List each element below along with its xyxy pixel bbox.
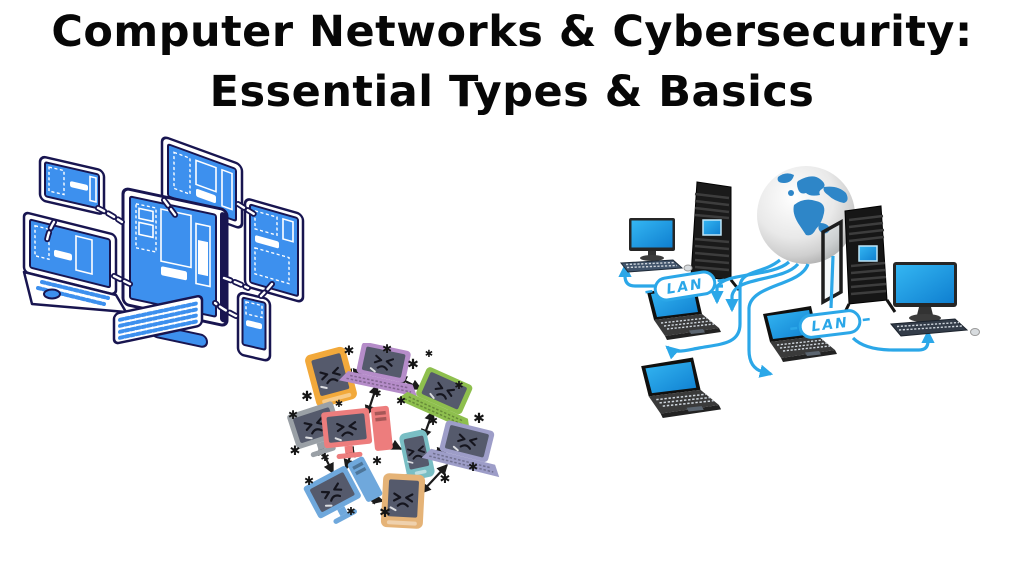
virus-icons: ✱ ✱ ✱ ✱ ✱ ✱ ✱ ✱ ✱ ✱ ✱ ✱ ✱ ✱ ✱ ✱ ✱ ✱ ✱ ✱ — [288, 343, 485, 521]
virus-icon: ✱ — [473, 411, 485, 427]
mouse — [683, 264, 693, 272]
keyboard-icon — [112, 294, 204, 345]
botnet-svg: ✱ ✱ ✱ ✱ ✱ ✱ ✱ ✱ ✱ ✱ ✱ ✱ ✱ ✱ ✱ ✱ ✱ ✱ ✱ ✱ — [283, 343, 503, 538]
desktop-computer-icon — [620, 218, 693, 273]
lan-connections — [618, 255, 935, 378]
title-line-1: Computer Networks & Cybersecurity: — [51, 7, 973, 57]
lan-label-text: LAN — [665, 276, 705, 298]
virus-icon: ✱ — [396, 394, 406, 408]
virus-icon: ✱ — [372, 387, 381, 400]
infected-desktop-icon — [321, 406, 394, 461]
virus-icon: ✱ — [290, 444, 301, 459]
virus-icon: ✱ — [379, 505, 391, 521]
keyboard — [889, 318, 969, 337]
lan-network-svg: LAN LAN — [618, 166, 980, 419]
page-title: Computer Networks & Cybersecurity: Essen… — [0, 2, 1024, 122]
connected-devices-svg — [22, 136, 305, 362]
virus-icon: ✱ — [468, 460, 478, 474]
lan-label: LAN — [790, 309, 870, 339]
lan-network-illustration: LAN LAN — [603, 160, 1003, 452]
laptop-icon — [640, 356, 722, 419]
smartphone-icon — [236, 291, 272, 362]
vertical-tablet-icon — [243, 198, 305, 303]
title-line-2: Essential Types & Basics — [209, 67, 815, 117]
virus-icon: ✱ — [320, 451, 329, 464]
connected-devices-illustration — [10, 128, 320, 363]
virus-icon: ✱ — [301, 389, 313, 405]
laptop-icon — [22, 211, 128, 314]
server-rack-icon — [821, 205, 897, 317]
desktop-computer-icon — [889, 262, 980, 337]
chain-links — [44, 197, 275, 319]
virus-icon: ✱ — [304, 474, 314, 488]
lan-label: LAN — [645, 270, 725, 302]
virus-icon: ✱ — [344, 344, 355, 359]
globe-icon — [757, 166, 855, 264]
virus-icon: ✱ — [335, 399, 343, 410]
virus-icon: ✱ — [425, 349, 433, 360]
lan-label-text: LAN — [811, 315, 850, 335]
virus-icon: ✱ — [288, 408, 298, 422]
virus-icon: ✱ — [428, 414, 438, 428]
virus-icon: ✱ — [454, 379, 463, 392]
virus-icon: ✱ — [440, 472, 451, 487]
mouse — [970, 328, 980, 336]
botnet-illustration: ✱ ✱ ✱ ✱ ✱ ✱ ✱ ✱ ✱ ✱ ✱ ✱ ✱ ✱ ✱ ✱ ✱ ✱ ✱ ✱ — [283, 343, 503, 538]
virus-icon: ✱ — [407, 357, 419, 373]
virus-icon: ✱ — [346, 505, 355, 518]
virus-icon: ✱ — [372, 454, 382, 468]
virus-icon: ✱ — [382, 343, 392, 356]
landscape-tablet-icon — [38, 155, 106, 215]
